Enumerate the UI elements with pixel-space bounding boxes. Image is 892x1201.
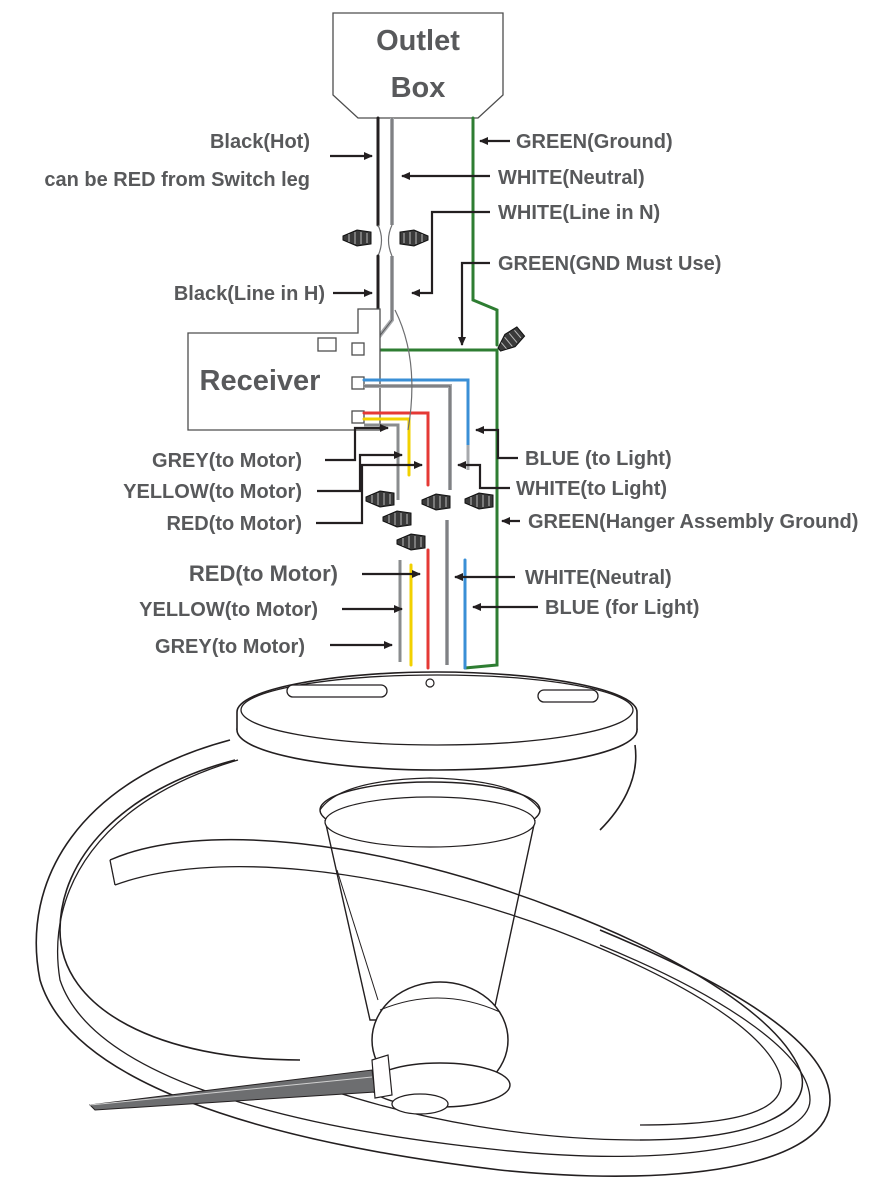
supply-wires: [376, 116, 499, 347]
wire-nut-icon: [421, 493, 451, 511]
red-to-motor-wire: [362, 411, 430, 487]
outlet-box-label-line1: Outlet: [376, 25, 460, 57]
wire-nut-icon: [382, 510, 412, 528]
yellow-to-motor-wire: [362, 417, 411, 477]
grey-to-motor-wire: [364, 423, 400, 500]
callout-arrows: [316, 137, 538, 649]
label-white-line-in-n: WHITE(Line in N): [498, 202, 660, 224]
outlet-box-label-line2: Box: [391, 72, 446, 104]
green-ground-wire: [471, 116, 499, 347]
wire-nut-icon: [399, 229, 429, 247]
label-white-neutral-bottom: WHITE(Neutral): [525, 567, 672, 589]
label-grey-to-motor-2: GREY(to Motor): [155, 636, 305, 658]
outlet-box: Outlet Box: [332, 12, 504, 119]
blue-to-light-wire: [362, 378, 470, 447]
label-white-to-light: WHITE(to Light): [516, 478, 667, 500]
label-red-to-motor-1: RED(to Motor): [166, 513, 302, 535]
wire-labels: Black(Hot) can be RED from Switch leg GR…: [44, 131, 858, 658]
wire-nut-icon: [464, 492, 494, 510]
ceiling-fan-illustration: [35, 671, 831, 1177]
receiver-label: Receiver: [200, 365, 321, 397]
receiver-terminal-light: [351, 376, 365, 390]
label-green-gnd-must-use: GREEN(GND Must Use): [498, 253, 721, 275]
label-black-line-in-h: Black(Line in H): [174, 283, 325, 305]
receiver-indicator: [317, 337, 337, 352]
wire-nuts-top: [342, 224, 429, 257]
label-yellow-to-motor-1: YELLOW(to Motor): [123, 481, 302, 503]
receiver-box: Receiver: [187, 308, 381, 431]
wire-nut-icon: [493, 324, 527, 357]
label-white-neutral-top: WHITE(Neutral): [498, 167, 645, 189]
label-blue-for-light: BLUE (for Light): [545, 597, 699, 619]
wire-nuts-middle: [365, 490, 494, 551]
label-blue-to-light: BLUE (to Light): [525, 448, 672, 470]
label-green-ground: GREEN(Ground): [516, 131, 673, 153]
receiver-terminal-input: [351, 342, 365, 356]
fan-lead-wires: [398, 520, 467, 670]
receiver-terminal-motor: [351, 410, 365, 424]
label-red-to-motor-2: RED(to Motor): [189, 561, 338, 586]
receiver-output-wires: [362, 309, 470, 500]
label-yellow-to-motor-2: YELLOW(to Motor): [139, 599, 318, 621]
label-grey-to-motor-1: GREY(to Motor): [152, 450, 302, 472]
wire-nut-icon: [396, 533, 426, 551]
wire-nut-icon: [342, 229, 372, 247]
label-green-hanger-ground: GREEN(Hanger Assembly Ground): [528, 511, 858, 533]
label-black-hot-note: can be RED from Switch leg: [44, 169, 310, 191]
label-black-hot: Black(Hot): [210, 131, 310, 153]
wire-nut-icon: [365, 490, 395, 508]
